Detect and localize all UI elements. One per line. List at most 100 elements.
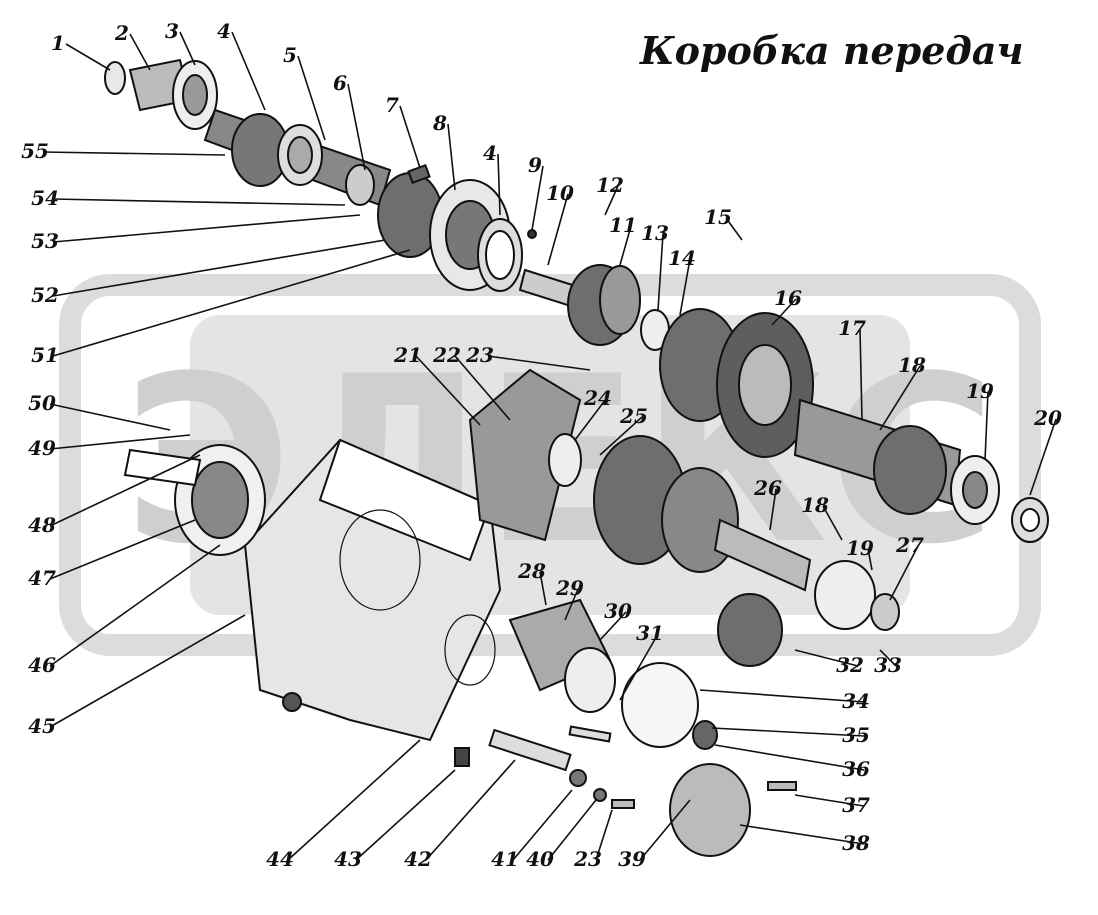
part-number-label: 44 (266, 847, 294, 871)
callout-leader-line (699, 689, 865, 703)
part-number-label: 5 (283, 43, 297, 67)
callout-leader-line (619, 225, 632, 266)
part-number-label: 51 (31, 343, 59, 367)
part-number-label: 35 (842, 723, 870, 747)
callout-leader-line (599, 416, 643, 456)
part-number-label: 8 (432, 111, 447, 135)
callout-leader-line (547, 799, 597, 861)
part-number-label: 37 (842, 793, 870, 817)
part-number-label: 25 (619, 404, 648, 428)
part-number-label: 7 (385, 93, 399, 117)
callout-leader-line (619, 633, 659, 701)
part-number-label: 42 (404, 847, 432, 871)
part-number-label: 24 (583, 386, 612, 410)
part-number-label: 17 (838, 316, 866, 340)
callout-leader-line (52, 249, 411, 357)
callout-leader-line (287, 739, 421, 861)
callout-leader-line (859, 328, 863, 421)
callout-leader-line (984, 391, 989, 461)
callout-leader-line (49, 614, 246, 728)
callout-leader-line (679, 258, 691, 316)
part-number-label: 2 (114, 21, 129, 45)
gearbox-housing (123, 368, 582, 742)
callout-leader-line (725, 217, 743, 241)
part-number-label: 15 (704, 205, 732, 229)
part-number-label: 28 (517, 559, 546, 583)
callout-leader-line (769, 488, 777, 531)
callout-leader-line (49, 544, 221, 667)
part-number-label: 11 (609, 213, 637, 237)
part-number-label: 18 (898, 353, 926, 377)
part-number-label: 31 (636, 621, 664, 645)
callout-leader-line (595, 809, 613, 861)
part-number-label: 38 (842, 831, 870, 855)
callout-leader-line (512, 789, 573, 861)
part-number-label: 19 (966, 379, 994, 403)
callout-leader-line (574, 398, 607, 441)
callout-leader-line (347, 83, 366, 171)
callout-leader-line (399, 105, 421, 169)
callout-leader-line (415, 355, 481, 426)
callout-leader-line (739, 824, 865, 845)
part-number-label: 33 (874, 653, 902, 677)
part-number-label: 49 (28, 436, 56, 460)
part-number-label: 45 (28, 714, 56, 738)
callout-leader-line (794, 794, 865, 807)
part-number-label: 19 (846, 536, 874, 560)
callout-leader-line (599, 611, 627, 641)
callout-leader-line (52, 198, 346, 206)
callout-leader-line (714, 744, 865, 771)
callout-leader-line (49, 519, 196, 580)
part-number-label: 54 (31, 186, 59, 210)
callout-leader-line (355, 769, 456, 861)
reverse-gear-assembly (454, 433, 900, 857)
callout-leader-line (604, 185, 619, 216)
part-number-label: 52 (31, 283, 59, 307)
part-number-label: 29 (555, 576, 584, 600)
part-number-label: 4 (483, 141, 497, 165)
callout-leader-line (447, 123, 456, 191)
part-number-label: 30 (604, 599, 632, 623)
part-number-label: 40 (526, 847, 554, 871)
callout-leader-line (879, 365, 921, 431)
part-number-label: 21 (393, 343, 422, 367)
callout-leader-line (547, 193, 569, 266)
countershaft-assembly (518, 264, 1049, 543)
callout-leader-line (425, 759, 516, 861)
callout-leader-line (179, 31, 196, 66)
part-number-label: 22 (432, 343, 461, 367)
callout-leader-line (49, 454, 201, 527)
part-number-label: 36 (842, 757, 870, 781)
callout-leader-line (65, 43, 111, 71)
part-number-label: 39 (618, 847, 646, 871)
callout-leader-line (794, 649, 859, 667)
callout-leader-line (879, 649, 897, 667)
part-number-label: 48 (28, 513, 56, 537)
part-number-label: 3 (165, 19, 179, 43)
callout-leader-line (52, 239, 386, 297)
part-number-label: 41 (491, 847, 519, 871)
callout-leader-line (771, 298, 797, 326)
part-number-label: 12 (596, 173, 624, 197)
callout-leader-line (42, 151, 226, 156)
part-number-label: 55 (21, 139, 49, 163)
callout-leader-line (711, 727, 865, 737)
part-number-label: 6 (333, 71, 347, 95)
callout-leader-line (497, 153, 501, 216)
part-number-label: 43 (334, 847, 362, 871)
part-number-label: 32 (836, 653, 864, 677)
part-number-label: 26 (753, 476, 782, 500)
callout-leader-line (822, 505, 843, 541)
part-number-label: 9 (528, 153, 542, 177)
callout-leader-line (867, 548, 873, 571)
callout-leader-line (297, 55, 326, 141)
callout-leader-line (49, 434, 191, 450)
callout-leader-line (657, 233, 664, 311)
part-number-label: 4 (217, 19, 231, 43)
callout-leader-line (52, 214, 361, 243)
part-number-label: 13 (641, 221, 669, 245)
primary-shaft-assembly (104, 58, 537, 292)
